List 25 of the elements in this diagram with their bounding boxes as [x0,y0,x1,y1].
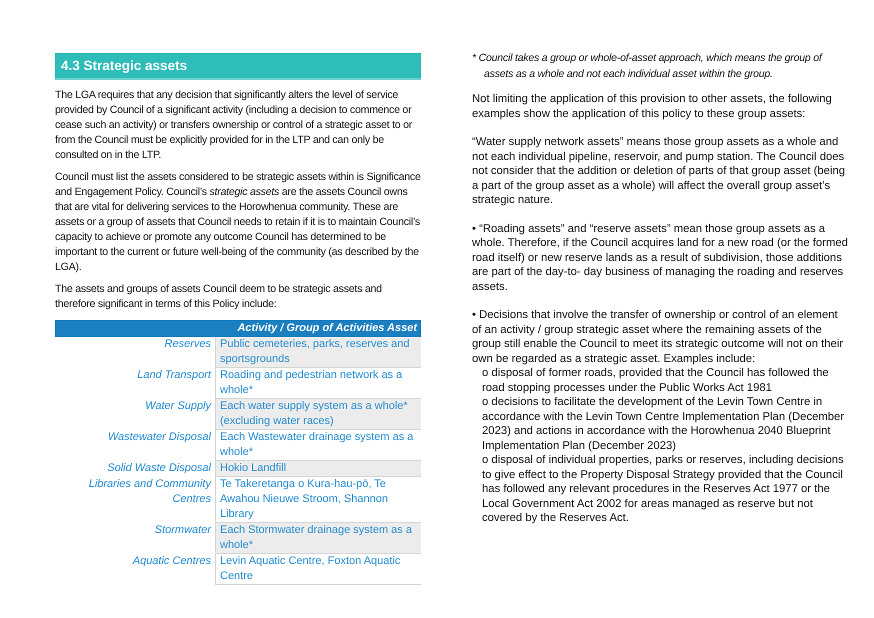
asset-description: Public cemeteries, parks, reserves and sportsgrounds [215,337,421,368]
paragraph: “Water supply network assets” means those group assets as a whole and not each individual pipeline, reservoir, and pump station. The Council does not consider that the addition or deletion of parts of that group asset (being a part of the group asset as a whole) will affect the overall group asset’s strategic nature. [472,135,846,208]
bullet-paragraph: • Decisions that involve the transfer of ownership or control of an element of an activity / group strategic asset where the remaining assets of the group still enable the Council to meet its strategic outcome will not on their own be regarded as a strategic asset. Examples include: [472,308,844,366]
asset-description: Each water supply system as a whole* (excluding water races) [215,399,421,430]
bullet-paragraph: • “Roading assets” and “reserve assets” mean those group assets as a whole. Therefore, if the Council acquires land for a new road (or the formed road itself) or new reserve lands as a result of subdivision, those additions are part of the day-to- day business of managing the roading and reserves assets. [472,222,849,294]
sub-bullet-item: o disposal of individual properties, parks or reserves, including decisions to give effect to the Property Disposal Strategy provided that the Council has followed any relevant procedures in the Reserves Act 1977 or the Local Government Act 2002 for areas managed as reserve but not covered by the Reserves Act. [482,453,845,526]
sub-bullet-item: o decisions to facilitate the development of the Levin Town Centre in accordance with the Levin Town Centre Implementation Plan (December 2023) and actions in accordance with the Horowhenua 2040 Blueprint Implementation Plan (December 2023) [482,395,846,453]
table-header: Activity / Group of Activities Asset [55,320,421,337]
paragraph: The assets and groups of assets Council deem to be strategic assets and therefore significant in terms of this Policy include: [55,282,383,312]
activity-name: Land Transport [136,368,212,383]
footnote: * Council takes a group or whole-of-asset approach, which means the group of assets as a whole and not each individual asset within the group. [472,51,824,82]
paragraph: The LGA requires that any decision that significantly alters the level of service provided by Council of a significant activity (including a decision to commence or cease such an activity) or transfers ownership or control of a strategic asset to or from the Council must be explicitly provided for in the LTP and can only be consulted on in the LTP. [55,88,414,163]
paragraph: Council must list the assets considered to be strategic assets within is Significance and Engagement Policy. Council’s strategic assets are the assets Council owns that are vital for delivering services to the Horowhenua community. These are assets or a group of assets that Council needs to retain if it is to maintain Council’s capacity to achieve or promote any outcome Council has determined to be important to the current or future well-being of the community (as described by the LGA). [55,170,421,275]
activity-name: Stormwater [154,523,212,538]
activity-name: Solid Waste Disposal [106,461,212,476]
asset-description: Hokio Landfill [215,461,421,477]
activity-name: Aquatic Centres [131,554,212,569]
paragraph: Not limiting the application of this provision to other assets, the following examples show the application of this policy to these group assets: [472,92,833,121]
asset-description: Levin Aquatic Centre, Foxton Aquatic Centre [215,554,421,585]
activity-name: Libraries and Community Centres [88,477,212,507]
asset-description: Each Stormwater drainage system as a whole* [215,523,421,554]
activity-name: Wastewater Disposal [106,430,212,445]
section-heading: 4.3 Strategic assets [55,53,421,80]
activity-name: Water Supply [144,399,212,414]
activity-name: Reserves [164,337,212,352]
